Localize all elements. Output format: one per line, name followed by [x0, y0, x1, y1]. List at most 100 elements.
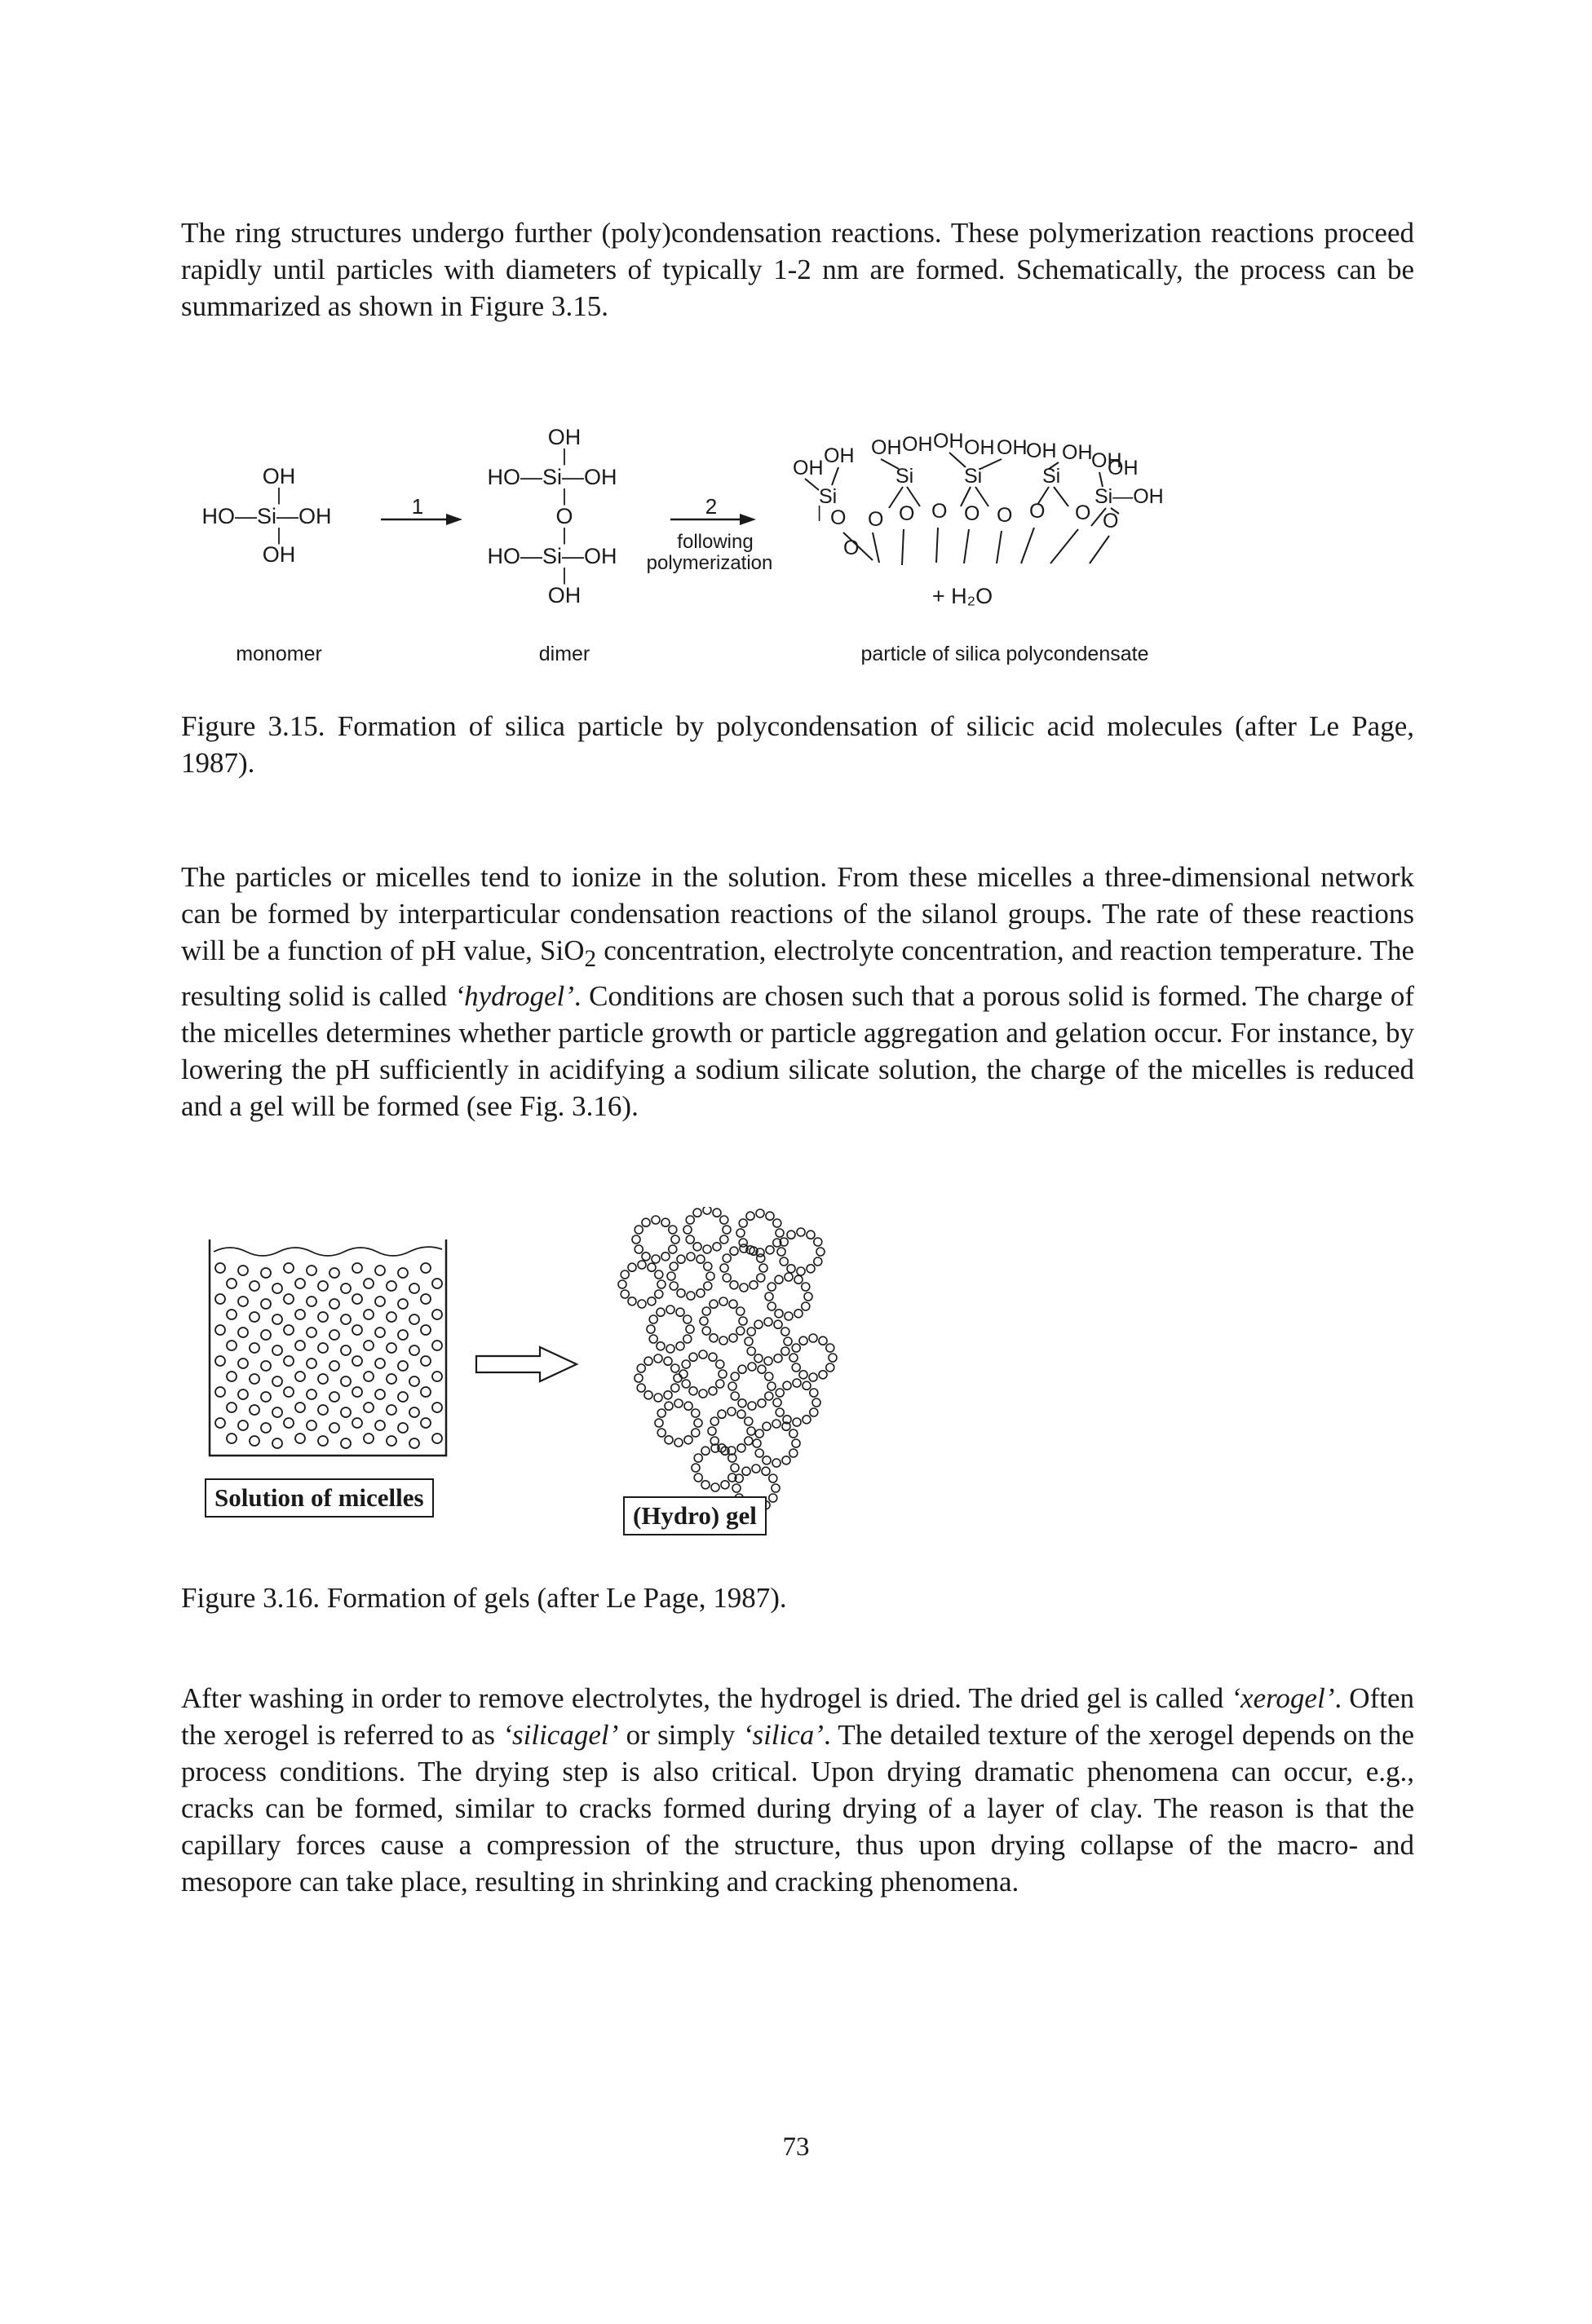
- gel-ring: [699, 1297, 748, 1345]
- micelle-circle: [352, 1262, 363, 1274]
- gel-bead: [730, 1391, 741, 1401]
- gel-ring: [772, 1378, 821, 1427]
- gel-bead: [763, 1391, 774, 1401]
- gel-bead: [702, 1244, 712, 1254]
- gel-bead: [637, 1260, 647, 1270]
- particle-o-2: O: [843, 537, 859, 559]
- micelle-circle: [317, 1373, 329, 1385]
- micelle-circle: [340, 1345, 352, 1356]
- gel-bead: [705, 1271, 715, 1281]
- gel-bead: [771, 1483, 781, 1493]
- gel-bead: [666, 1344, 675, 1354]
- micelle-circle: [374, 1389, 386, 1400]
- micelle-circle: [294, 1402, 306, 1413]
- gel-ring: [666, 1252, 715, 1301]
- micelle-circle: [237, 1265, 249, 1276]
- gel-bead: [664, 1401, 674, 1412]
- paragraph-micelles-part-c: . Conditions are chosen such that a poro…: [181, 980, 1414, 1122]
- gel-bead: [634, 1244, 644, 1254]
- gel-bead: [641, 1217, 651, 1228]
- micelle-circle: [386, 1373, 397, 1385]
- particle-si-2: Si: [896, 465, 913, 488]
- micelle-circle: [260, 1329, 272, 1341]
- gel-bead: [784, 1311, 794, 1321]
- gel-bead: [676, 1254, 686, 1265]
- gel-bead: [765, 1244, 775, 1255]
- micelle-circle: [363, 1340, 374, 1351]
- gel-bead: [780, 1327, 790, 1337]
- gel-bead: [735, 1306, 745, 1316]
- gel-bead: [781, 1455, 791, 1465]
- gel-bead: [683, 1225, 692, 1235]
- gel-bead: [718, 1369, 727, 1379]
- gel-bead: [656, 1307, 666, 1318]
- gel-bead: [666, 1271, 676, 1281]
- gel-bead: [683, 1401, 693, 1412]
- gel-bead: [796, 1227, 806, 1237]
- gel-bead: [663, 1390, 673, 1400]
- particle-oh-9: OH: [1062, 441, 1093, 464]
- gel-bead: [755, 1253, 766, 1263]
- monomer-oh-bottom: OH: [263, 542, 296, 567]
- gel-bead: [751, 1464, 761, 1473]
- gel-ring: [691, 1443, 740, 1492]
- gel-bead: [653, 1270, 664, 1279]
- micelle-circle: [420, 1262, 431, 1274]
- paragraph-micelles: The particles or micelles tend to ionize…: [181, 859, 1414, 1124]
- gel-bead: [732, 1483, 741, 1493]
- gel-bead: [636, 1363, 647, 1373]
- micelle-circle: [306, 1420, 317, 1431]
- gel-bead: [712, 1208, 722, 1218]
- micelle-circle: [374, 1296, 386, 1307]
- paragraph-micelles-part-b: concentration, electrolyte concentration…: [181, 934, 1414, 1012]
- micelle-circle: [374, 1327, 386, 1338]
- gel-bead: [710, 1416, 720, 1426]
- gel-bead: [794, 1275, 803, 1285]
- gel-bead: [654, 1418, 664, 1428]
- gel-bead: [637, 1299, 647, 1309]
- micelle-circle: [283, 1262, 294, 1274]
- gel-bead: [738, 1238, 749, 1248]
- arrow-2-text-following: following: [677, 531, 753, 553]
- gel-bead: [743, 1416, 754, 1426]
- micelle-circle: [363, 1371, 374, 1382]
- micelle-circle: [306, 1265, 317, 1276]
- micelle-circle: [363, 1433, 374, 1444]
- micelle-circle: [409, 1345, 420, 1356]
- micelle-circle: [397, 1267, 409, 1279]
- gel-bead: [710, 1436, 720, 1446]
- gel-bead: [667, 1225, 678, 1235]
- gel-bead: [791, 1343, 802, 1353]
- gel-bead: [720, 1479, 730, 1490]
- gel-bead: [737, 1398, 747, 1408]
- gel-bead: [679, 1369, 688, 1379]
- micelle-circle: [294, 1309, 306, 1320]
- gel-ring: [707, 1407, 756, 1456]
- micelle-circle: [431, 1371, 443, 1382]
- gel-bead: [798, 1369, 808, 1380]
- gel-bead: [734, 1473, 745, 1483]
- gel-bead: [688, 1385, 698, 1396]
- arrow-2-text-polymerization: polymerization: [647, 552, 773, 574]
- gel-bead: [774, 1275, 784, 1285]
- gel-bead: [688, 1352, 698, 1363]
- paragraph-ring-structures: The ring structures undergo further (pol…: [181, 217, 1414, 322]
- gel-bead: [641, 1251, 651, 1261]
- paragraph-xerogel-part-d: . The detailed texture of the xerogel de…: [181, 1719, 1414, 1898]
- paragraph-xerogel-part-c: or simply: [618, 1719, 743, 1751]
- gel-bead: [698, 1350, 708, 1359]
- gel-bead: [681, 1379, 692, 1389]
- figure-3-16: Solution of micelles (Hydro) gel: [181, 1205, 1413, 1549]
- gel-bead: [643, 1356, 653, 1367]
- arrow-2-number: 2: [705, 494, 717, 519]
- gel-bead: [651, 1254, 661, 1264]
- term-silica: ‘silica’: [742, 1719, 824, 1751]
- figure-3-16-diagram: [208, 1205, 838, 1513]
- gel-bead: [808, 1372, 818, 1382]
- gel-ring: [752, 1419, 801, 1468]
- micelle-circle: [317, 1280, 329, 1292]
- micelle-circle: [420, 1355, 431, 1367]
- micelle-circle: [363, 1278, 374, 1289]
- particle-o-3: O: [868, 508, 883, 531]
- gel-bead: [669, 1281, 679, 1291]
